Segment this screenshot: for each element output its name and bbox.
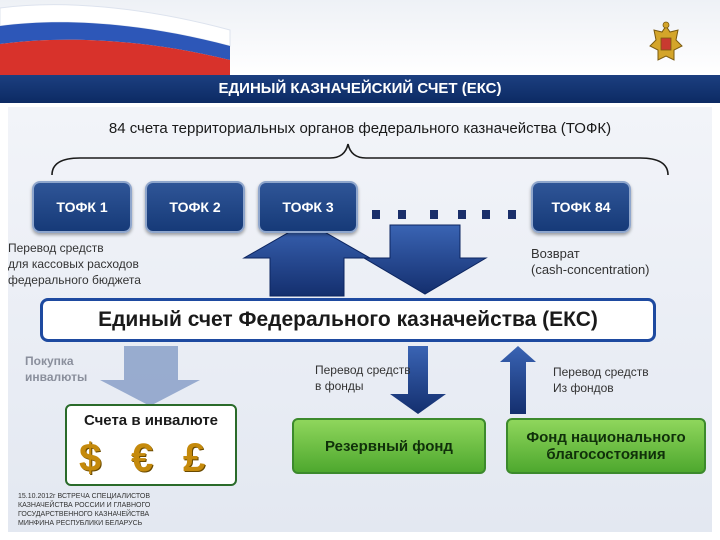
flag-banner: [0, 0, 720, 75]
up-arrow: [242, 221, 372, 297]
reserve-fund-box: Резервный фонд: [292, 418, 486, 474]
curly-brace: [51, 143, 669, 176]
ellipsis-dot: [430, 210, 438, 219]
foreign-currency-label: Счета в инвалюте: [83, 412, 219, 429]
ellipsis-dot: [508, 210, 516, 219]
coat-of-arms-emblem: [649, 21, 683, 61]
eks-account-box: Единый счет Федерального казначейства (Е…: [40, 298, 656, 342]
pound-icon: £: [183, 436, 206, 480]
dollar-icon: $: [79, 436, 102, 480]
foreign-currency-accounts-box: Счета в инвалюте $ € £: [65, 404, 237, 486]
tofk-box-2: ТОФК 2: [145, 181, 245, 233]
to-funds-arrow: [390, 346, 446, 414]
russian-flag-graphic: [0, 4, 231, 75]
ellipsis-dot: [458, 210, 466, 219]
tofk-box-3: ТОФК 3: [258, 181, 358, 233]
diagram-subtitle: 84 счета территориальных органов федерал…: [108, 120, 612, 137]
euro-icon: €: [131, 436, 154, 480]
ellipsis-dot: [372, 210, 380, 219]
national-wealth-fund-box: Фонд национального благосостояния: [506, 418, 706, 474]
page-title: ЕДИНЫЙ КАЗНАЧЕЙСКИЙ СЧЕТ (ЕКС): [0, 75, 720, 103]
footer-caption: 15.10.2012г ВСТРЕЧА СПЕЦИАЛИСТОВ КАЗНАЧЕ…: [18, 493, 151, 527]
note-to-funds: Перевод средств в фонды: [315, 363, 411, 393]
note-return: Возврат (cash-concentration): [531, 246, 650, 277]
note-purchase-currency: Покупка инвалюты: [25, 354, 88, 384]
ellipsis-dot: [398, 210, 406, 219]
down-arrow: [362, 224, 488, 295]
ellipsis-dot: [482, 210, 490, 219]
tofk-box-1: ТОФК 1: [32, 181, 132, 233]
from-funds-arrow: [500, 346, 536, 414]
purchase-arrow: [100, 346, 200, 406]
note-transfer-expenses: Перевод средств для кассовых расходов фе…: [8, 241, 141, 287]
tofk-box-84: ТОФК 84: [531, 181, 631, 233]
note-from-funds: Перевод средств Из фондов: [553, 365, 649, 395]
